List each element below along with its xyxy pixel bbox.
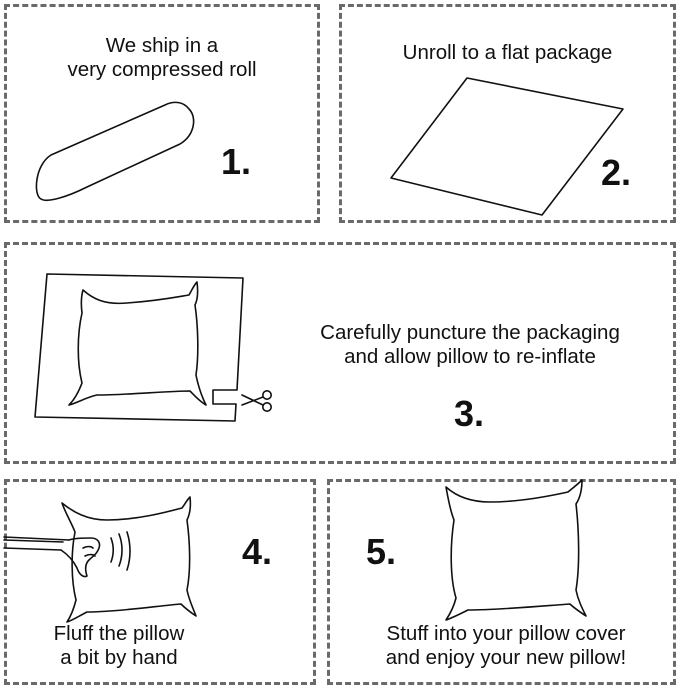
step-4-panel: 4. Fluff the pillow a bit by hand <box>3 479 316 685</box>
step-3-caption-line-1: Carefully puncture the packaging <box>320 321 620 344</box>
step-2-caption: Unroll to a flat package <box>342 41 673 65</box>
step-3-caption-line-2: and allow pillow to re-inflate <box>344 345 596 368</box>
step-4-caption: Fluff the pillow a bit by hand <box>19 622 219 670</box>
step-5-caption: Stuff into your pillow cover and enjoy y… <box>346 622 666 670</box>
step-1-number: 1. <box>221 141 252 182</box>
step-5-caption-line-2: and enjoy your new pillow! <box>385 646 627 669</box>
step-3-number: 3. <box>454 393 485 434</box>
step-5-number: 5. <box>366 531 397 572</box>
step-4-number: 4. <box>242 531 273 572</box>
pillow-icon <box>445 479 587 621</box>
compressed-roll-icon <box>35 101 195 202</box>
step-5-panel: 5. Stuff into your pillow cover and enjo… <box>327 479 676 685</box>
flat-package-icon <box>390 77 624 216</box>
hand-fluffing-pillow-icon <box>3 496 197 623</box>
step-1-caption-line-2: very compressed roll <box>67 58 257 81</box>
step-4-caption-line-1: Fluff the pillow <box>53 622 185 645</box>
step-2-caption-line-1: Unroll to a flat package <box>402 41 613 64</box>
step-3-caption: Carefully puncture the packaging and all… <box>285 321 655 369</box>
step-3-panel: Carefully puncture the packaging and all… <box>4 242 676 464</box>
step-2-panel: Unroll to a flat package 2. <box>339 4 676 223</box>
packaged-pillow-scissors-icon <box>34 273 273 422</box>
step-1-caption: We ship in a very compressed roll <box>7 34 317 82</box>
step-1-caption-line-1: We ship in a <box>105 34 219 57</box>
step-5-caption-line-1: Stuff into your pillow cover <box>386 622 626 645</box>
step-2-number: 2. <box>601 152 632 193</box>
step-1-panel: We ship in a very compressed roll 1. <box>4 4 320 223</box>
step-4-caption-line-2: a bit by hand <box>60 646 178 669</box>
